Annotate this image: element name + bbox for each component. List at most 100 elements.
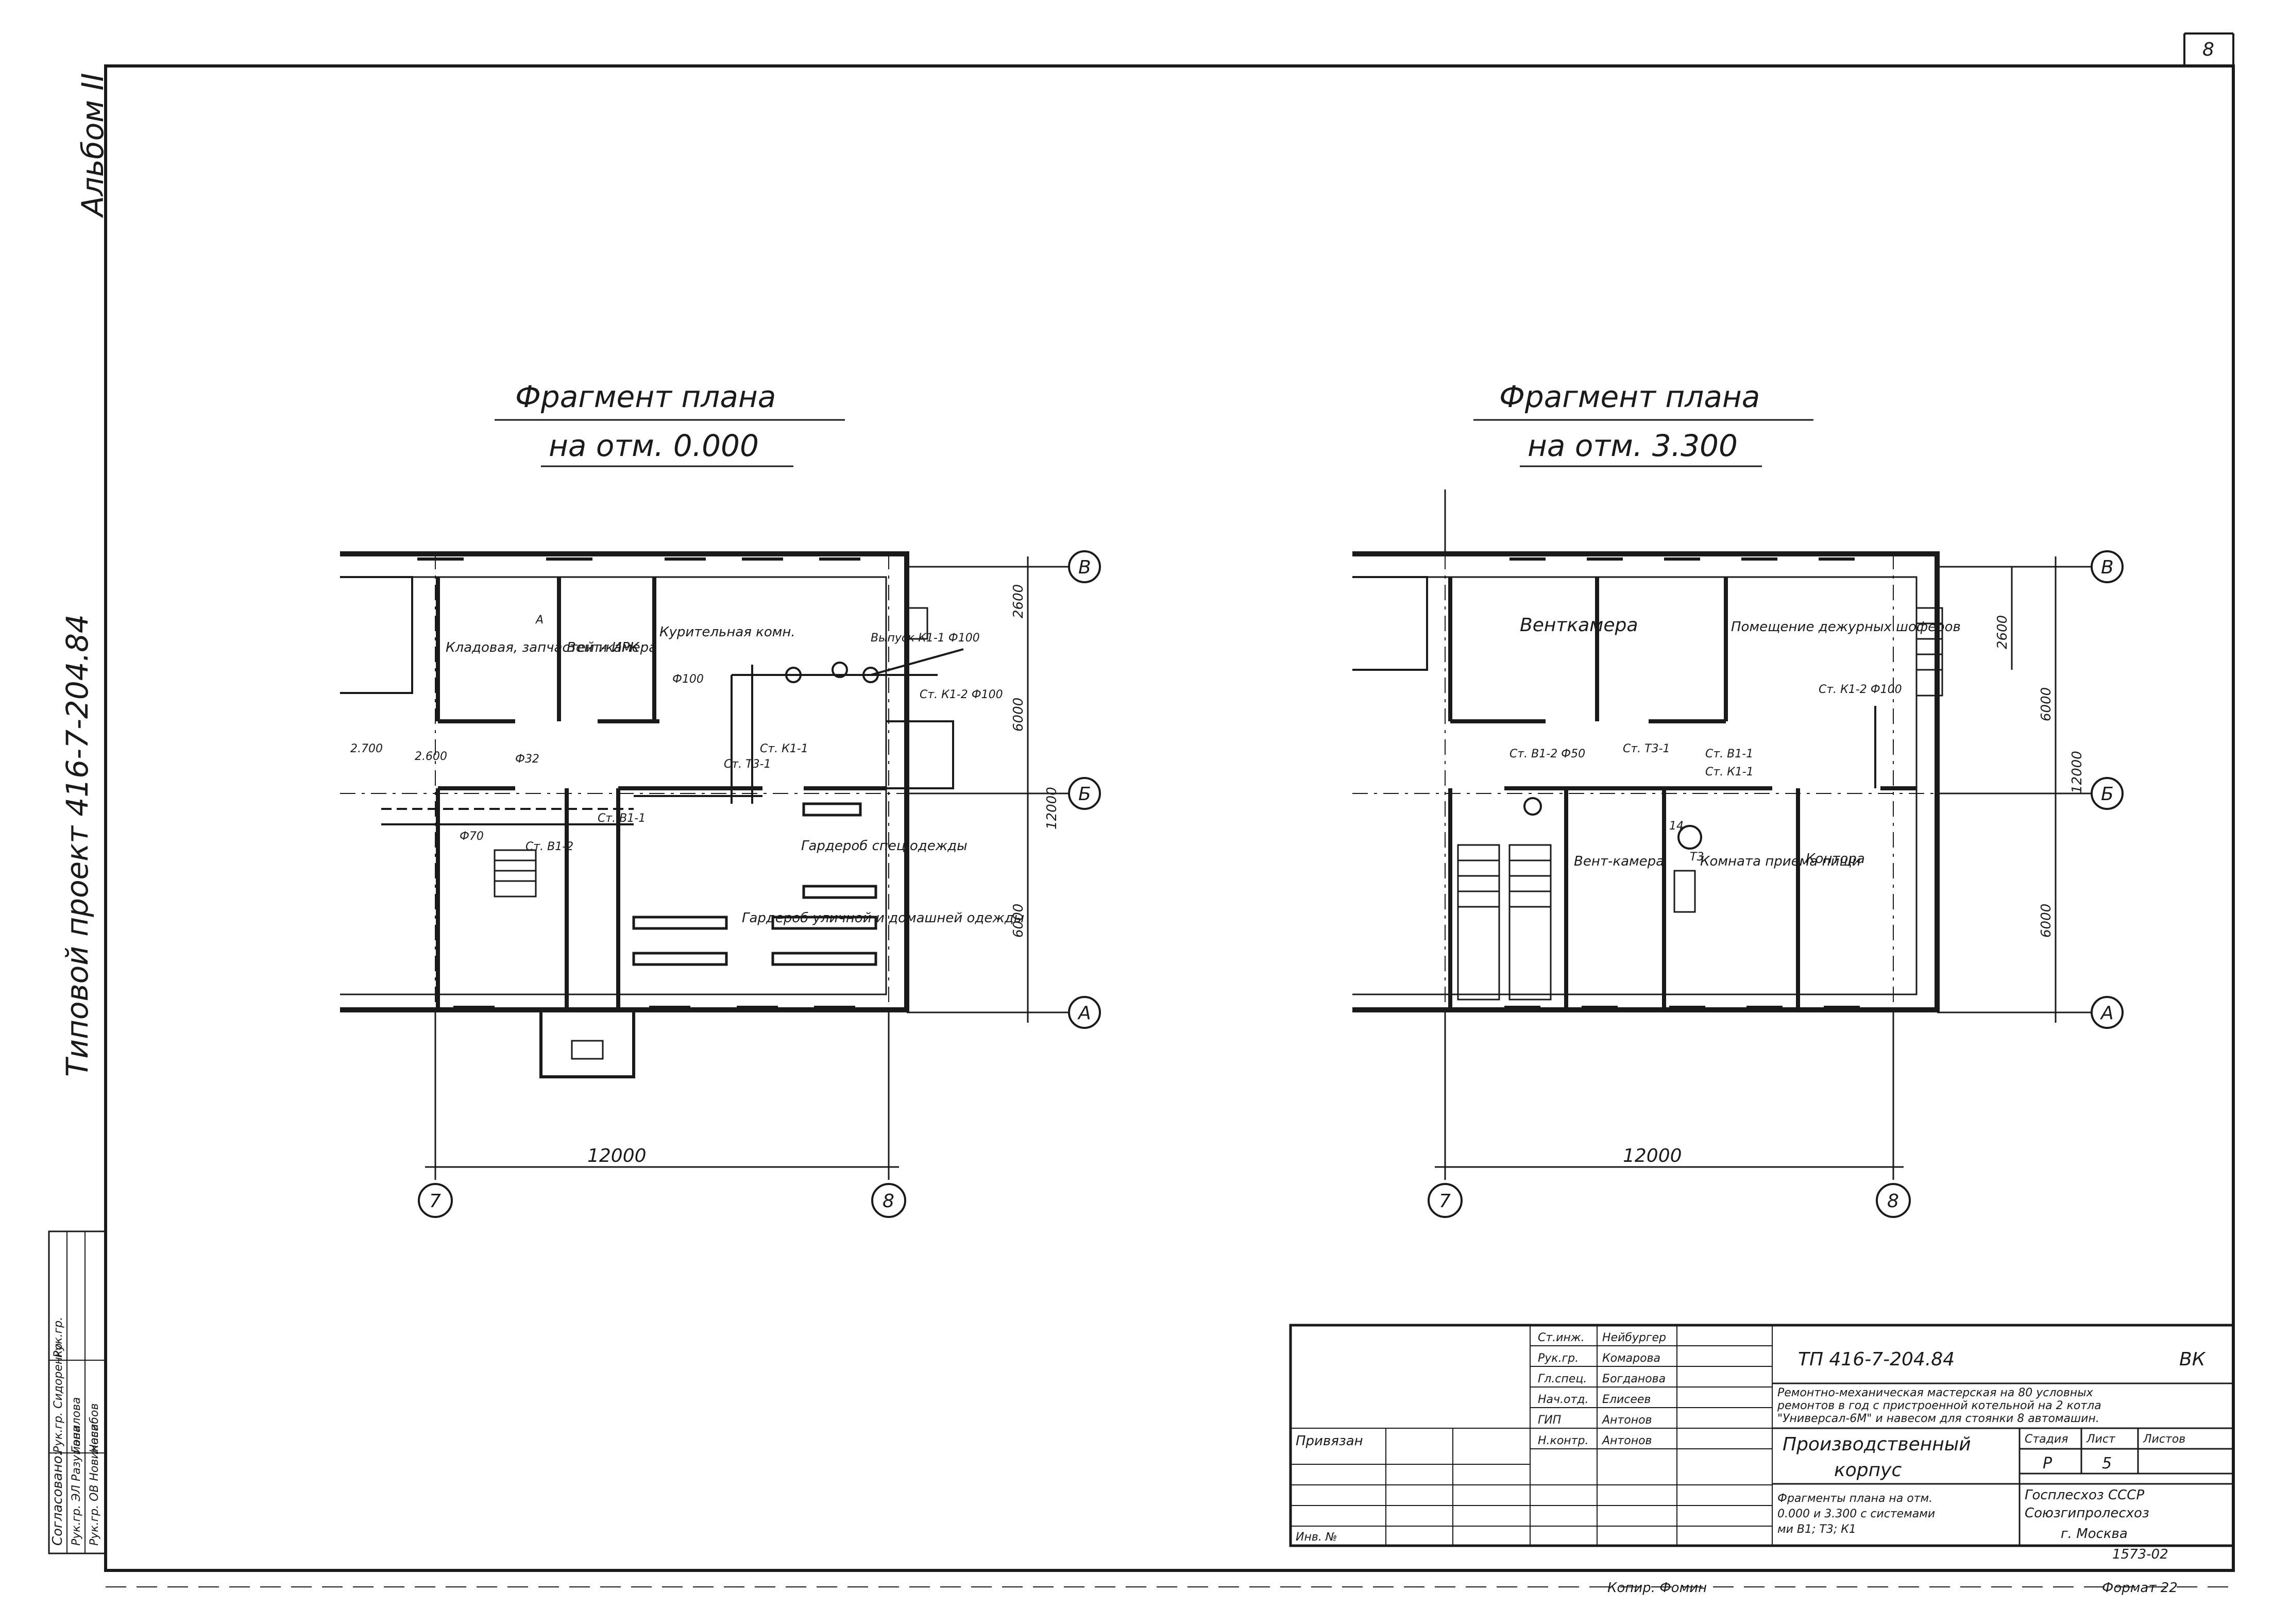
stamp-section: ВК [2179,1349,2206,1370]
stamp-role-4: Нач.отд. [1538,1393,1589,1406]
note-elev-2600: 2.600 [415,750,447,763]
note-release: Выпуск К1-1 Ф100 [871,632,980,645]
stamp-sheets-label: Листов [2143,1433,2185,1446]
axis-label-left-b: Б [1078,784,1091,805]
dim-left-2600: 2600 [1011,584,1026,618]
stamp-org-2: Союзгипролесхоз [2025,1505,2149,1521]
stamp-role-5: ГИП [1538,1414,1561,1427]
room-vent-lower: Вент-камера [1574,854,1664,869]
stamp-name-1: Нейбургер [1602,1331,1666,1344]
dim-right-2600: 2600 [1995,615,2010,649]
note-st-v1-2: Ст. В1-2 [525,840,573,853]
room-wardrobe-overalls: Гардероб спец одежды [801,838,968,854]
stamp-description-2: ремонтов в год с пристроенной котельной … [1777,1399,2101,1412]
approval-block: Согласовано: Рук.гр. ЭЛ Разумова Рук.гр.… [48,1230,107,1554]
note-phi70: Ф70 [460,830,484,843]
title-block [1289,1324,2235,1547]
stamp-name-5: Антонов [1601,1414,1652,1427]
stamp-drawing-3: ми В1; Т3; К1 [1777,1523,1856,1536]
approval-row-6: Рук.гр. [52,1317,65,1358]
stamp-drawing-1: Фрагменты плана на отм. [1777,1492,1932,1505]
axis-label-right-7: 7 [1439,1191,1451,1212]
stamp-stage-label: Стадия [2025,1433,2068,1446]
axis-label-right-a: А [2100,1003,2114,1024]
axis-label-left-v: В [1078,557,1091,578]
room-drivers: Помещение дежурных шоферов [1731,619,1961,635]
stamp-name-6: Антонов [1601,1434,1652,1447]
note-phi100: Ф100 [672,673,704,686]
dim-left-width: 12000 [587,1145,647,1166]
stamp-role-6: Н.контр. [1538,1434,1588,1447]
approval-row-4: Ганилова [70,1397,83,1453]
room-dining: Комната приема пищи [1700,854,1861,869]
stamp-project-code: ТП 416-7-204.84 [1798,1349,1955,1370]
axis-label-right-v: В [2101,557,2114,578]
stamp-sheet-label: Лист [2086,1433,2116,1446]
axis-label-left-a: А [1077,1003,1091,1024]
project-code-vertical: Типовой проект 416-7-204.84 [60,614,95,1077]
stamp-attached: Привязан [1296,1433,1363,1449]
stamp-org-1: Госплесхоз СССР [2025,1487,2144,1503]
room-storage: Кладовая, запчастей и ИРК [446,640,640,655]
note-right-st-k1-2: Ст. К1-2 Ф100 [1819,683,1902,696]
room-smoking: Курительная комн. [659,624,795,640]
axis-label-left-8: 8 [883,1191,894,1212]
plan-right-title-line1: Фрагмент плана [1499,379,1760,414]
stamp-archive-number: 1573-02 [2112,1547,2168,1562]
note-A: А [535,614,544,627]
note-st-k1-2: Ст. К1-2 Ф100 [920,688,1003,701]
note-right-14: 14 [1669,820,1684,833]
note-right-t3: Т3 [1690,851,1704,864]
plan-left-title-line1: Фрагмент плана [515,379,776,414]
note-st-t3-1: Ст. Т3-1 [724,758,771,771]
stamp-building-1: Производственный [1783,1434,1971,1455]
dim-right-12000: 12000 [2070,751,2085,793]
dim-left-6000-bottom: 6000 [1011,904,1026,938]
plan-left-title-line2: на отм. 0.000 [549,428,759,463]
approval-row-2: Рук.гр. ОВ Новикова [88,1424,101,1546]
note-st-v1-1: Ст. В1-1 [598,812,646,825]
room-vent-left: Вент-камера [567,640,657,655]
stamp-name-3: Богданова [1602,1373,1666,1385]
dim-right-6000-bottom: 6000 [2039,904,2054,938]
axis-label-right-b: Б [2101,784,2114,805]
dim-left-12000: 12000 [1044,787,1060,830]
stamp-role-3: Гл.спец. [1538,1373,1587,1385]
approval-row-3: Рук.гр. Сидоренко [52,1343,65,1453]
room-office: Контора [1806,851,1865,867]
footer-copied: Копир. Фомин [1607,1580,1707,1596]
room-wardrobe-street: Гардероб уличной и домашней одежды [742,910,1024,926]
plan-left [340,550,1101,1218]
approval-row-5: Насибов [88,1403,101,1453]
stamp-name-2: Комарова [1602,1352,1660,1365]
stamp-role-2: Рук.гр. [1538,1352,1579,1365]
note-right-st-v1-2: Ст. В1-2 Ф50 [1509,748,1585,760]
axis-label-left-7: 7 [429,1191,441,1212]
dim-right-6000-top: 6000 [2039,687,2054,721]
approval-title: Согласовано: [50,1451,65,1546]
note-phi32: Ф32 [515,753,539,766]
stamp-building-2: корпус [1834,1460,1902,1481]
room-vent-upper: Венткамера [1520,615,1638,636]
note-st-k1-1: Ст. К1-1 [760,742,808,755]
note-right-st-t3-1: Ст. Т3-1 [1623,742,1670,755]
stamp-stage: Р [2043,1454,2053,1473]
sheet-frame [104,64,2235,1572]
note-right-st-v1-1: Ст. В1-1 [1705,748,1753,760]
stamp-name-4: Елисеев [1602,1393,1651,1406]
note-right-st-k1-1: Ст. К1-1 [1705,766,1754,779]
album-label: Альбом II [75,73,110,218]
footer-format: Формат 22 [2102,1580,2178,1596]
axis-label-right-8: 8 [1887,1191,1899,1212]
stamp-sheet: 5 [2102,1454,2112,1473]
note-elev-2700: 2.700 [350,742,383,755]
stamp-description-1: Ремонтно-механическая мастерская на 80 у… [1777,1386,2094,1399]
plan-right [1352,489,2124,1218]
dim-left-6000-top: 6000 [1011,698,1026,732]
sheet-number: 8 [2202,39,2214,60]
stamp-drawing-2: 0.000 и 3.300 с системами [1777,1508,1935,1520]
approval-row-1: Рук.гр. ЭЛ Разумова [70,1426,83,1546]
stamp-inv: Инв. № [1296,1531,1337,1544]
